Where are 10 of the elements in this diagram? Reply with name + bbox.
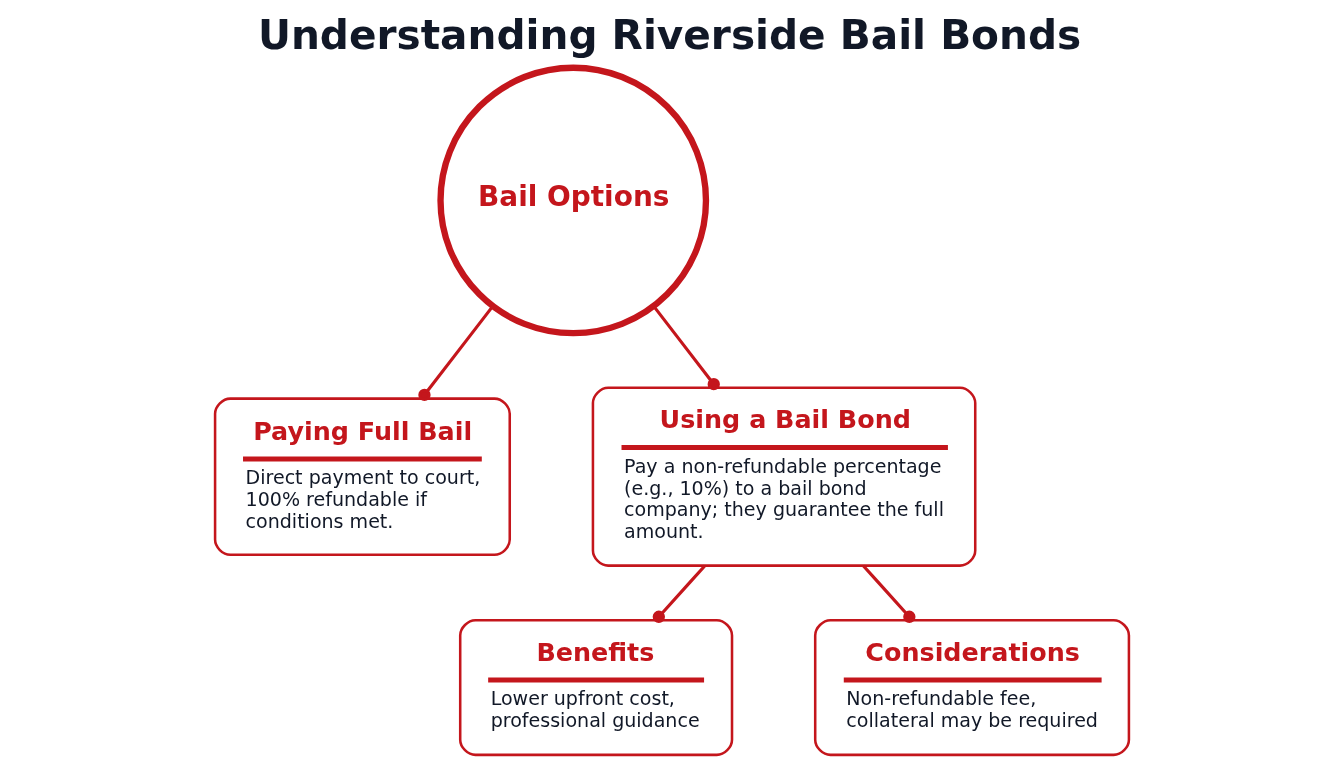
- node-box: Paying Full Bail Direct payment to court, 100% refundable if conditions met.: [213, 397, 511, 557]
- connector: [418, 305, 494, 402]
- connector: [652, 305, 720, 391]
- node-circle: Bail Options: [437, 64, 710, 337]
- connector: [862, 564, 916, 623]
- node-box: Using a Bail Bond Pay a non-refundable percentage (e.g., 10%) to a bail bond company; they guarantee the full amount.: [591, 386, 977, 567]
- connector: [652, 564, 707, 623]
- node-box: Benefits Lower upfront cost, professional guidance: [458, 618, 734, 757]
- node-box: Considerations Non-refundable fee, collateral may be required: [813, 618, 1131, 757]
- diagram-title: Understanding Riverside Bail Bonds: [257, 11, 1082, 60]
